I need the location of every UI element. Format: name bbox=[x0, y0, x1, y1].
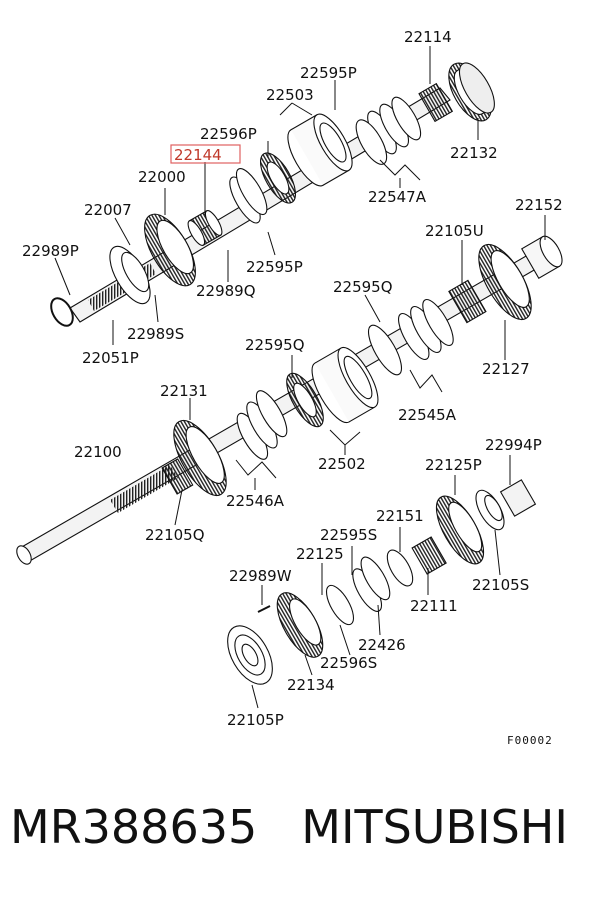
label-22007[interactable]: 22007 bbox=[84, 201, 132, 219]
counter-shaft-assembly bbox=[227, 479, 537, 685]
label-22989s[interactable]: 22989S bbox=[127, 325, 184, 343]
label-22125p[interactable]: 22125P bbox=[425, 456, 482, 474]
label-22105u[interactable]: 22105U bbox=[425, 222, 484, 240]
label-22994p[interactable]: 22994P bbox=[485, 436, 542, 454]
highlight-box bbox=[170, 144, 241, 164]
label-22545a[interactable]: 22545A bbox=[398, 406, 457, 424]
label-22546a[interactable]: 22546A bbox=[226, 492, 285, 510]
label-22989p[interactable]: 22989P bbox=[22, 242, 79, 260]
part-labels: 22114 22595P 22503 22596P 22144 22132 22… bbox=[22, 28, 563, 747]
label-22989q[interactable]: 22989Q bbox=[196, 282, 256, 300]
figure-code: F00002 bbox=[507, 734, 553, 747]
label-22595p-top[interactable]: 22595P bbox=[300, 64, 357, 82]
upper-shaft-assembly bbox=[50, 62, 495, 327]
label-22131[interactable]: 22131 bbox=[160, 382, 208, 400]
main-shaft-assembly bbox=[16, 235, 563, 565]
label-22105s[interactable]: 22105S bbox=[472, 576, 529, 594]
label-22125[interactable]: 22125 bbox=[296, 545, 344, 563]
label-22105q[interactable]: 22105Q bbox=[145, 526, 205, 544]
transmission-exploded-diagram: 22114 22595P 22503 22596P 22144 22132 22… bbox=[16, 28, 563, 747]
label-22989w[interactable]: 22989W bbox=[229, 567, 292, 585]
label-22105p[interactable]: 22105P bbox=[227, 711, 284, 729]
label-22000[interactable]: 22000 bbox=[138, 168, 186, 186]
label-22595q-b[interactable]: 22595Q bbox=[245, 336, 305, 354]
label-22547a[interactable]: 22547A bbox=[368, 188, 427, 206]
label-22596p[interactable]: 22596P bbox=[200, 125, 257, 143]
label-22595s[interactable]: 22595S bbox=[320, 526, 377, 544]
label-22132[interactable]: 22132 bbox=[450, 144, 498, 162]
label-22111[interactable]: 22111 bbox=[410, 597, 458, 615]
label-22151[interactable]: 22151 bbox=[376, 507, 424, 525]
part-number: MR388635 bbox=[10, 800, 258, 854]
leader-lines bbox=[54, 46, 546, 709]
label-22502[interactable]: 22502 bbox=[318, 455, 366, 473]
label-22100[interactable]: 22100 bbox=[74, 443, 122, 461]
label-22114[interactable]: 22114 bbox=[404, 28, 452, 46]
label-22144-highlighted[interactable]: 22144 bbox=[174, 146, 222, 164]
label-22152[interactable]: 22152 bbox=[515, 196, 563, 214]
label-22051p[interactable]: 22051P bbox=[82, 349, 139, 367]
footer: MR388635 MITSUBISHI bbox=[10, 800, 600, 854]
label-22595q-a[interactable]: 22595Q bbox=[333, 278, 393, 296]
label-22503[interactable]: 22503 bbox=[266, 86, 314, 104]
label-22426[interactable]: 22426 bbox=[358, 636, 406, 654]
label-22134[interactable]: 22134 bbox=[287, 676, 335, 694]
brand-name: MITSUBISHI bbox=[301, 800, 568, 854]
label-22595p-mid[interactable]: 22595P bbox=[246, 258, 303, 276]
label-22127[interactable]: 22127 bbox=[482, 360, 530, 378]
label-22596s[interactable]: 22596S bbox=[320, 654, 377, 672]
